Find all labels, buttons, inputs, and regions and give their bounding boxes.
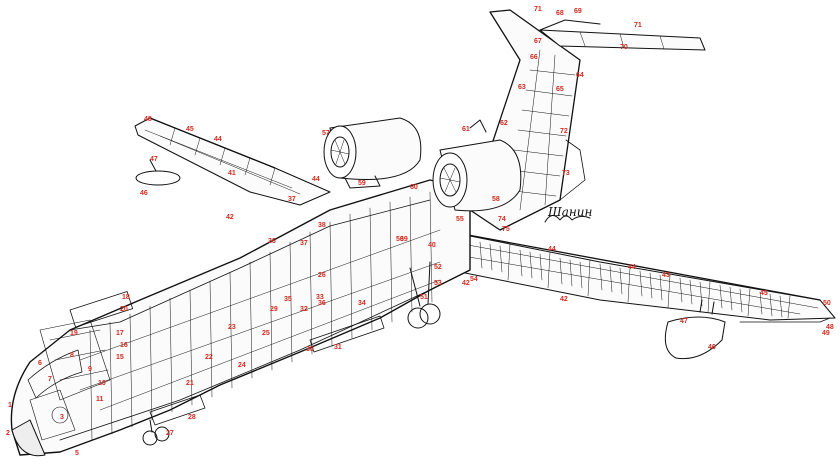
callout-18: 18 [122, 294, 130, 301]
callout-55: 55 [456, 216, 464, 223]
callout-53: 53 [434, 280, 442, 287]
callout-73: 73 [562, 170, 570, 177]
callout-39: 39 [400, 236, 408, 243]
far-wing [134, 117, 331, 206]
callout-33: 33 [316, 294, 324, 301]
callout-11: 11 [96, 396, 104, 403]
callout-3: 3 [60, 414, 64, 421]
callout-23: 23 [228, 324, 236, 331]
callout-10: 10 [98, 380, 106, 387]
callout-42-dup0: 42 [462, 280, 470, 287]
callout-24: 24 [238, 362, 246, 369]
callout-40: 40 [428, 242, 436, 249]
callout-57: 57 [322, 130, 330, 137]
engines [323, 117, 522, 212]
callout-43: 43 [662, 272, 670, 279]
callout-47: 47 [150, 156, 158, 163]
callout-72: 72 [560, 128, 568, 135]
cockpit-structure [29, 319, 111, 441]
callout-64: 64 [576, 72, 584, 79]
callout-21: 21 [186, 380, 194, 387]
callout-44: 44 [548, 246, 556, 253]
callout-75: 75 [502, 226, 510, 233]
callout-44-dup3: 44 [312, 176, 320, 183]
callout-54: 54 [470, 276, 478, 283]
callout-8: 8 [70, 352, 74, 359]
callout-9: 9 [88, 366, 92, 373]
callout-60: 60 [410, 184, 418, 191]
callout-32: 32 [300, 306, 308, 313]
callout-66: 66 [530, 54, 538, 61]
callout-44-dup2: 44 [214, 136, 222, 143]
callout-56: 56 [396, 236, 404, 243]
callout-17: 17 [116, 330, 124, 337]
callout-26: 26 [318, 272, 326, 279]
callout-59: 59 [358, 180, 366, 187]
near-wing [429, 227, 836, 360]
callout-46-dup6: 46 [708, 344, 716, 351]
fuselage [10, 179, 471, 457]
callout-20: 20 [120, 306, 128, 313]
callout-22: 22 [205, 354, 213, 361]
callout-38: 38 [318, 222, 326, 229]
callout-29: 29 [270, 306, 278, 313]
callout-1: 1 [8, 402, 12, 409]
callout-37: 37 [300, 240, 308, 247]
callout-36: 36 [318, 300, 326, 307]
callout-2: 2 [6, 430, 10, 437]
callout-74: 74 [498, 216, 506, 223]
callout-52: 52 [434, 264, 442, 271]
callout-49: 49 [822, 330, 830, 337]
callout-42-dup1: 42 [560, 296, 568, 303]
callout-5: 5 [75, 450, 79, 457]
callout-25: 25 [262, 330, 270, 337]
callout-65: 65 [556, 86, 564, 93]
callout-48: 48 [144, 116, 152, 123]
callout-71-dup9: 71 [634, 22, 642, 29]
callout-27: 27 [166, 430, 174, 437]
callout-45-dup5: 45 [760, 290, 768, 297]
callout-67: 67 [534, 38, 542, 45]
callout-62: 62 [500, 120, 508, 127]
artist-signature [544, 215, 591, 223]
callout-48-dup8: 48 [826, 324, 834, 331]
callout-30: 30 [306, 346, 314, 353]
callout-36-dup10: 36 [268, 238, 276, 245]
callout-58: 58 [492, 196, 500, 203]
callout-51: 51 [420, 294, 428, 301]
callout-19: 19 [70, 330, 78, 337]
callout-68: 68 [556, 10, 564, 17]
callout-47-dup7: 47 [680, 318, 688, 325]
callout-41: 41 [228, 170, 236, 177]
callout-45: 45 [186, 126, 194, 133]
callout-37-dup11: 37 [288, 196, 296, 203]
callout-44-dup4: 44 [628, 264, 636, 271]
callout-69: 69 [574, 8, 582, 15]
callout-61: 61 [462, 126, 470, 133]
callout-16: 16 [120, 342, 128, 349]
callout-46: 46 [140, 190, 148, 197]
callout-70: 70 [620, 44, 628, 51]
callout-42: 42 [226, 214, 234, 221]
callout-50: 50 [823, 300, 831, 307]
callout-15: 15 [116, 354, 124, 361]
callout-63: 63 [518, 84, 526, 91]
signature-text: Шанин [548, 205, 593, 219]
callout-7: 7 [48, 376, 52, 383]
callout-6: 6 [38, 360, 42, 367]
callout-28: 28 [188, 414, 196, 421]
callout-35: 35 [284, 296, 292, 303]
callout-34: 34 [358, 300, 366, 307]
callout-31: 31 [334, 344, 342, 351]
callout-71: 71 [534, 6, 542, 13]
